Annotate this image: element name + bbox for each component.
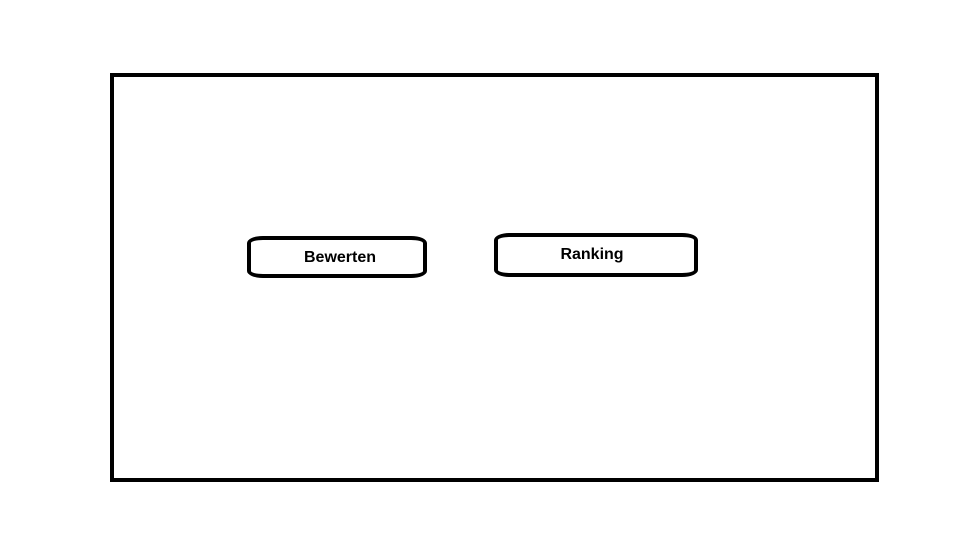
rate-button-label: Bewerten [303, 249, 377, 266]
ranking-button-label: Ranking [560, 246, 624, 263]
main-frame [110, 73, 879, 482]
rate-button[interactable]: Bewerten [247, 236, 427, 278]
ranking-button[interactable]: Ranking [494, 233, 698, 277]
